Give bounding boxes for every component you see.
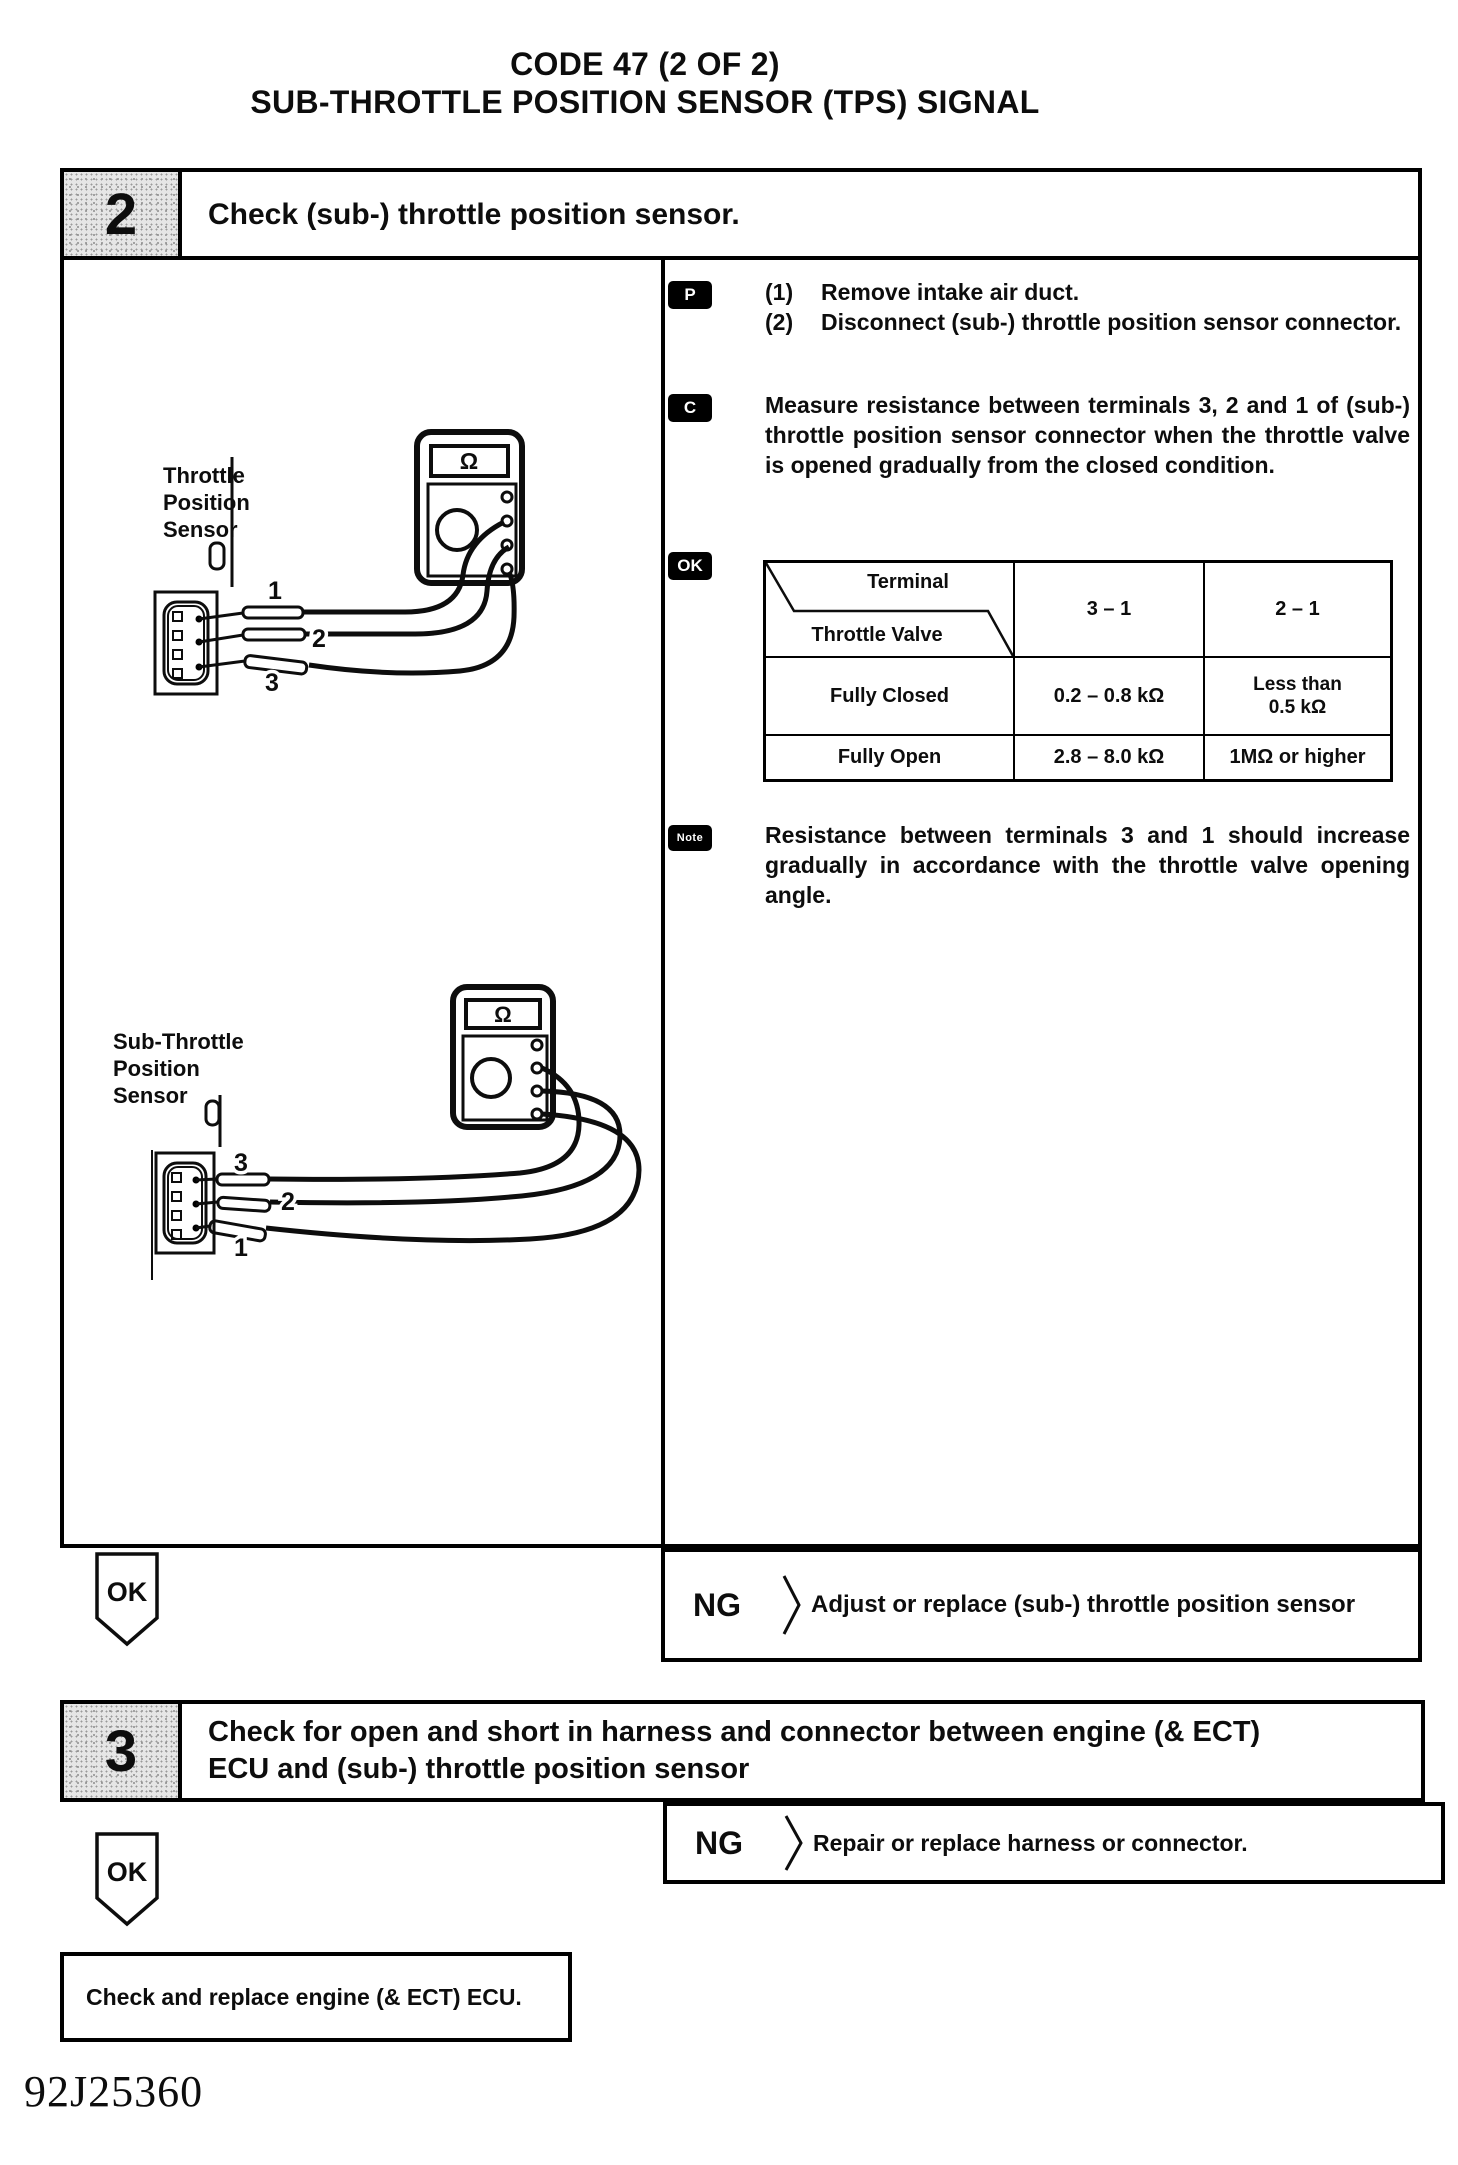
terminal-label-3: 3 (234, 1149, 248, 1177)
note-badge: Note (668, 825, 712, 851)
probe-wire (269, 1088, 623, 1206)
meter-terminals (500, 490, 514, 576)
terminal-label-2: 2 (312, 625, 326, 653)
row-label: Fully Closed (766, 656, 1013, 734)
meter-dial (470, 1057, 512, 1099)
resistance-spec-table: Terminal Throttle Valve 3 – 1 2 – 1 Full… (763, 560, 1393, 782)
terminal-label-1: 1 (234, 1234, 248, 1262)
throttle-sensor-diagram: Ω (153, 429, 525, 701)
ok-label: OK (107, 1857, 148, 1887)
item-number: (1) (765, 279, 794, 305)
check-instruction: Measure resistance between terminals 3, … (765, 392, 1410, 478)
probe-terminal (241, 627, 307, 642)
preparation-badge: P (668, 281, 712, 309)
probe-wire (303, 519, 506, 615)
panel-divider (661, 260, 665, 1548)
probe-wire (305, 544, 511, 637)
item-text: Remove intake air duct. (821, 279, 1080, 305)
step2-header: 2 Check (sub-) throttle position sensor. (60, 168, 1422, 260)
multimeter-icon: Ω (450, 984, 556, 1130)
probe-wire (308, 570, 517, 676)
ohm-symbol: Ω (460, 448, 478, 474)
probe-terminal (243, 654, 309, 676)
corner-label-throttle-valve: Throttle Valve (811, 624, 943, 646)
final-action-box: Check and replace engine (& ECT) ECU. (60, 1952, 572, 2042)
cell-value: 2.8 – 8.0 kΩ (1013, 734, 1203, 779)
probe-terminal (216, 1195, 272, 1213)
cell-value: 1MΩ or higher (1203, 734, 1390, 779)
ng-action: Repair or replace harness or connector. (813, 1830, 1248, 1856)
multimeter-icon: Ω (414, 429, 525, 586)
probe-terminal (208, 1219, 267, 1243)
final-action: Check and replace engine (& ECT) ECU. (86, 1983, 522, 2010)
corner-label-terminal: Terminal (867, 571, 949, 593)
note-instruction: Resistance between terminals 3 and 1 sho… (765, 822, 1410, 908)
ng-chevron-icon (784, 1815, 803, 1871)
step3-header: 3 Check for open and short in harness an… (60, 1700, 1425, 1802)
cell-value: Less than 0.5 kΩ (1203, 656, 1390, 734)
ng-chevron-icon (782, 1575, 801, 1635)
step2-number-box: 2 (64, 172, 182, 256)
ng-action: Adjust or replace (sub-) throttle positi… (811, 1591, 1356, 1618)
step3-heading: Check for open and short in harness and … (208, 1716, 1261, 1785)
column-header-2-1: 2 – 1 (1203, 563, 1390, 656)
probe-wires (195, 1065, 642, 1244)
step3-number: 3 (104, 1718, 138, 1784)
ng-box-2: NG Repair or replace harness or connecto… (663, 1802, 1445, 1884)
probe-wire (265, 1111, 642, 1244)
page-subtitle: SUB-THROTTLE POSITION SENSOR (TPS) SIGNA… (250, 84, 1040, 120)
list-item: (2) Disconnect (sub-) throttle position … (765, 307, 1410, 337)
ok-label: OK (107, 1577, 148, 1607)
terminal-label-2: 2 (281, 1188, 295, 1216)
page-title: CODE 47 (2 OF 2) (510, 46, 780, 82)
terminal-label-3: 3 (265, 669, 279, 697)
sub-throttle-sensor-diagram: Ω (151, 984, 642, 1280)
doc-number: 92J25360 (24, 2067, 204, 2116)
step2-number: 2 (104, 181, 138, 247)
sensor-connector-icon (151, 1095, 222, 1280)
ok-arrow-2: OK (95, 1832, 159, 1927)
ok-spec-badge: OK (668, 552, 712, 580)
table-corner-cell: Terminal Throttle Valve (766, 563, 1013, 656)
probe-terminal (241, 605, 305, 620)
corner-diagonal (766, 563, 1013, 656)
row-label: Fully Open (766, 734, 1013, 779)
ng-label: NG (693, 1586, 741, 1623)
ok-arrow-1: OK (95, 1552, 159, 1647)
step2-main-panel (60, 260, 1422, 1548)
ng-label: NG (695, 1824, 743, 1861)
ng-box-1: NG Adjust or replace (sub-) throttle pos… (661, 1548, 1422, 1662)
check-badge: C (668, 394, 712, 422)
step3-number-box: 3 (64, 1704, 182, 1798)
column-header-3-1: 3 – 1 (1013, 563, 1203, 656)
terminal-label-1: 1 (268, 577, 282, 605)
sensor-connector-icon (153, 457, 234, 696)
probe-wires (198, 519, 517, 676)
probe-wire (268, 1065, 582, 1182)
list-item: (1) Remove intake air duct. (765, 277, 1410, 307)
item-number: (2) (765, 309, 794, 335)
item-text: Disconnect (sub-) throttle position sens… (821, 309, 1402, 335)
ohm-symbol: Ω (494, 1002, 512, 1027)
sensor-label-bottom: Sub-Throttle Position Sensor (113, 1029, 244, 1108)
cell-value: 0.2 – 0.8 kΩ (1013, 656, 1203, 734)
preparation-list: (1) Remove intake air duct. (2) Disconne… (765, 277, 1410, 337)
step2-heading: Check (sub-) throttle position sensor. (208, 197, 740, 231)
meter-dial (435, 508, 479, 552)
meter-terminals (530, 1038, 544, 1121)
